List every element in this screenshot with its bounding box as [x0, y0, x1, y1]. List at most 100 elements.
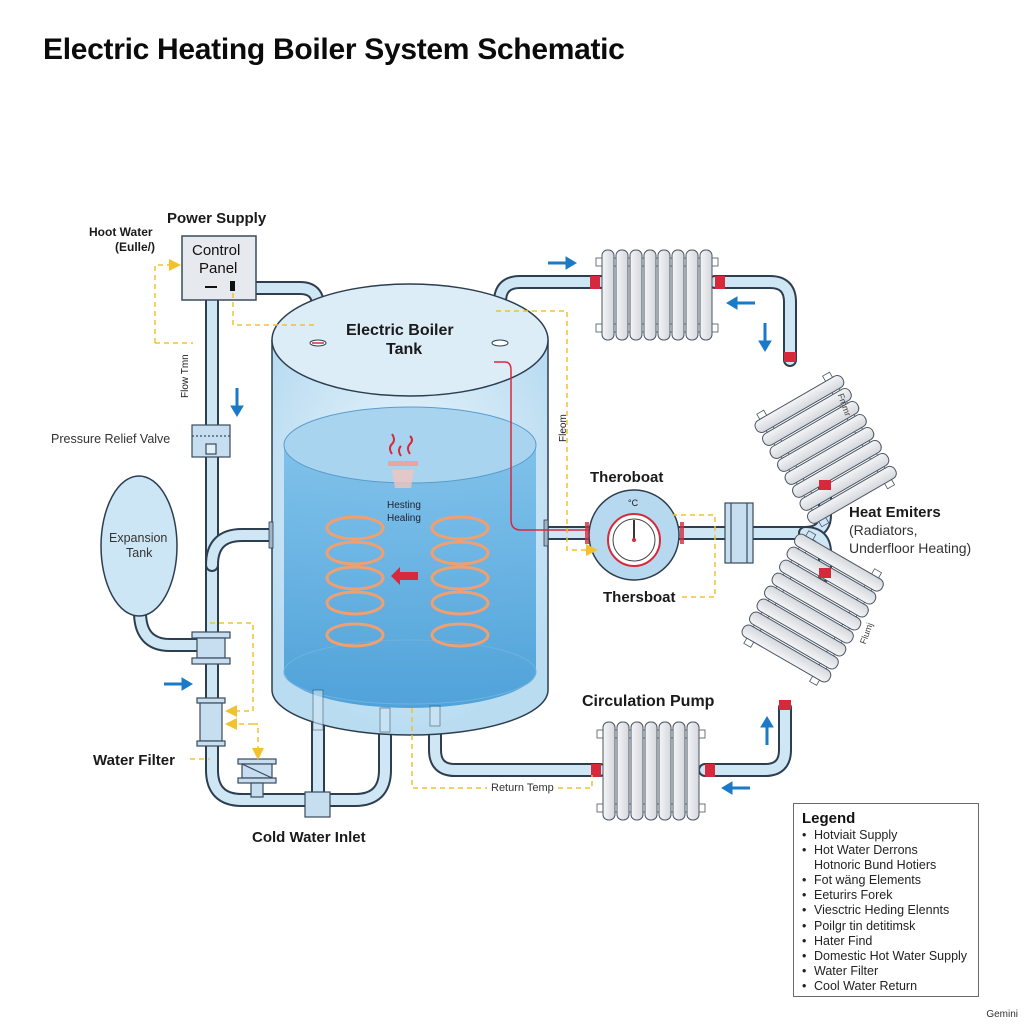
radiator-fin: [777, 413, 867, 472]
radiator-upper-right: [754, 371, 897, 528]
radiator-fin: [771, 572, 862, 631]
thermostat-bottom-label: Thersboat: [603, 589, 676, 606]
watermark: Gemini: [986, 1009, 1018, 1020]
radiator-fin: [672, 721, 686, 821]
legend-item: Hotnoric Bund Hotiers: [814, 858, 937, 873]
radiator-fin: [769, 400, 860, 459]
expansion-tank: [100, 475, 178, 617]
radiator-fin: [629, 249, 643, 341]
hot-connectors: [590, 276, 831, 777]
control-panel-label-1: Control: [192, 242, 241, 259]
control-panel: [181, 235, 257, 301]
thermostat-unit-label: °C: [628, 498, 639, 508]
radiator-fin: [643, 249, 657, 341]
expansion-valve: [191, 631, 231, 665]
water-filter-label: Water Filter: [93, 752, 175, 769]
boiler-tank-label-2: Tank: [386, 341, 423, 358]
radiator-manifold: [809, 568, 883, 686]
radiator-fin: [792, 439, 882, 498]
pressure-relief-valve: [191, 424, 231, 458]
arrow-up-bottom: [760, 716, 774, 745]
heating-label-2: Healing: [387, 513, 421, 524]
flow-side-label: Fleom: [558, 414, 569, 442]
radiator-fin: [754, 375, 845, 433]
heat-icon: [388, 433, 418, 488]
pressure-relief-valve-label: Pressure Relief Valve: [51, 432, 171, 446]
radiator-fin: [807, 465, 897, 524]
radiator-fin: [779, 559, 869, 618]
expansion-tank-label-2: Tank: [126, 546, 153, 560]
radiator-manifold: [595, 257, 719, 267]
boiler-tank: [268, 283, 549, 736]
hot-water-sub-label: (Eulle/): [115, 240, 156, 254]
flow-arrows: [164, 256, 774, 795]
signal-lines: [154, 259, 716, 789]
legend-list: Hotviait SupplyHot Water DerronsHotnoric…: [802, 828, 970, 994]
hot-water-label: Hoot Water: [89, 225, 153, 239]
radiator-manifold: [822, 371, 896, 490]
legend-item: Water Filter: [802, 964, 970, 979]
legend-item: Hotviait Supply: [802, 828, 970, 843]
legend-box: Legend Hotviait SupplyHot Water DerronsH…: [793, 803, 979, 997]
radiator-fin: [616, 721, 630, 821]
radiator-fin: [784, 426, 875, 485]
boiler-tank-label-1: Electric Boiler: [346, 322, 454, 339]
radiator-top: [595, 249, 719, 341]
radiator-bottom: [596, 721, 706, 821]
legend-item: Hot Water Derrons: [802, 843, 970, 858]
inlet-valve: [237, 758, 277, 798]
sensor-wire: [494, 361, 590, 531]
flow-temp-label: Flow Tmn: [180, 354, 191, 398]
thermostat-top-label: Theroboat: [590, 469, 664, 486]
cold-water-inlet-junction: [304, 791, 331, 818]
arrow-left-bottom: [721, 781, 750, 795]
radiator-fin: [799, 452, 890, 511]
radiator-fin: [699, 249, 713, 341]
heat-emitters-line-3: Underfloor Heating): [849, 540, 972, 556]
radiator-fin: [615, 249, 629, 341]
arrow-down-right: [758, 323, 772, 352]
expansion-tank-label-1: Expansion: [109, 531, 168, 545]
arrow-left-top: [726, 296, 755, 310]
return-temp-label: Return Temp: [491, 782, 554, 794]
radiator-fin: [749, 611, 839, 670]
legend-item: Hater Find: [802, 934, 970, 949]
heat-flow-arrow: [391, 567, 418, 585]
radiator-fin: [762, 388, 852, 446]
heat-emitters-line-2: (Radiators,: [849, 522, 918, 538]
arrow-right-inlet: [164, 677, 193, 691]
cold-water-inlet-label: Cold Water Inlet: [252, 829, 366, 846]
power-supply-label: Power Supply: [167, 210, 267, 227]
radiator-fin: [657, 249, 671, 341]
radiator-manifold: [756, 409, 830, 528]
radiator-fin: [644, 721, 658, 821]
legend-item: Cool Water Return: [802, 979, 970, 994]
radiator-fin: [686, 721, 700, 821]
circulation-pump-label: Circulation Pump: [582, 693, 715, 710]
radiator-fin: [764, 585, 854, 644]
radiator-fin: [794, 533, 884, 592]
radiator-fin: [601, 249, 615, 341]
radiator-fin: [741, 624, 832, 683]
arrow-right-top: [548, 256, 577, 270]
legend-item: Poilgr tin detitimsk: [802, 919, 970, 934]
heating-coils: [325, 515, 490, 648]
heat-emitters-title: Heat Emiters: [849, 504, 941, 521]
radiator-fin: [658, 721, 672, 821]
arrow-down-left: [230, 388, 244, 417]
radiator-lower-right: [741, 530, 884, 686]
legend-item: Eeturirs Forek: [802, 888, 970, 903]
legend-title: Legend: [802, 810, 856, 827]
radiator-manifold: [595, 323, 719, 333]
legend-item: Fot wäng Elements: [802, 873, 970, 888]
thermostat-side-valve: [724, 502, 754, 564]
radiator-fin: [786, 546, 877, 605]
control-panel-label-2: Panel: [199, 260, 238, 277]
legend-item: Domestic Hot Water Supply: [802, 949, 970, 964]
water-filter-device: [196, 697, 226, 747]
radiator-manifold: [743, 530, 817, 648]
radiator-fin: [602, 721, 616, 821]
radiator-fin: [671, 249, 685, 341]
page-title: Electric Heating Boiler System Schematic: [43, 33, 625, 66]
